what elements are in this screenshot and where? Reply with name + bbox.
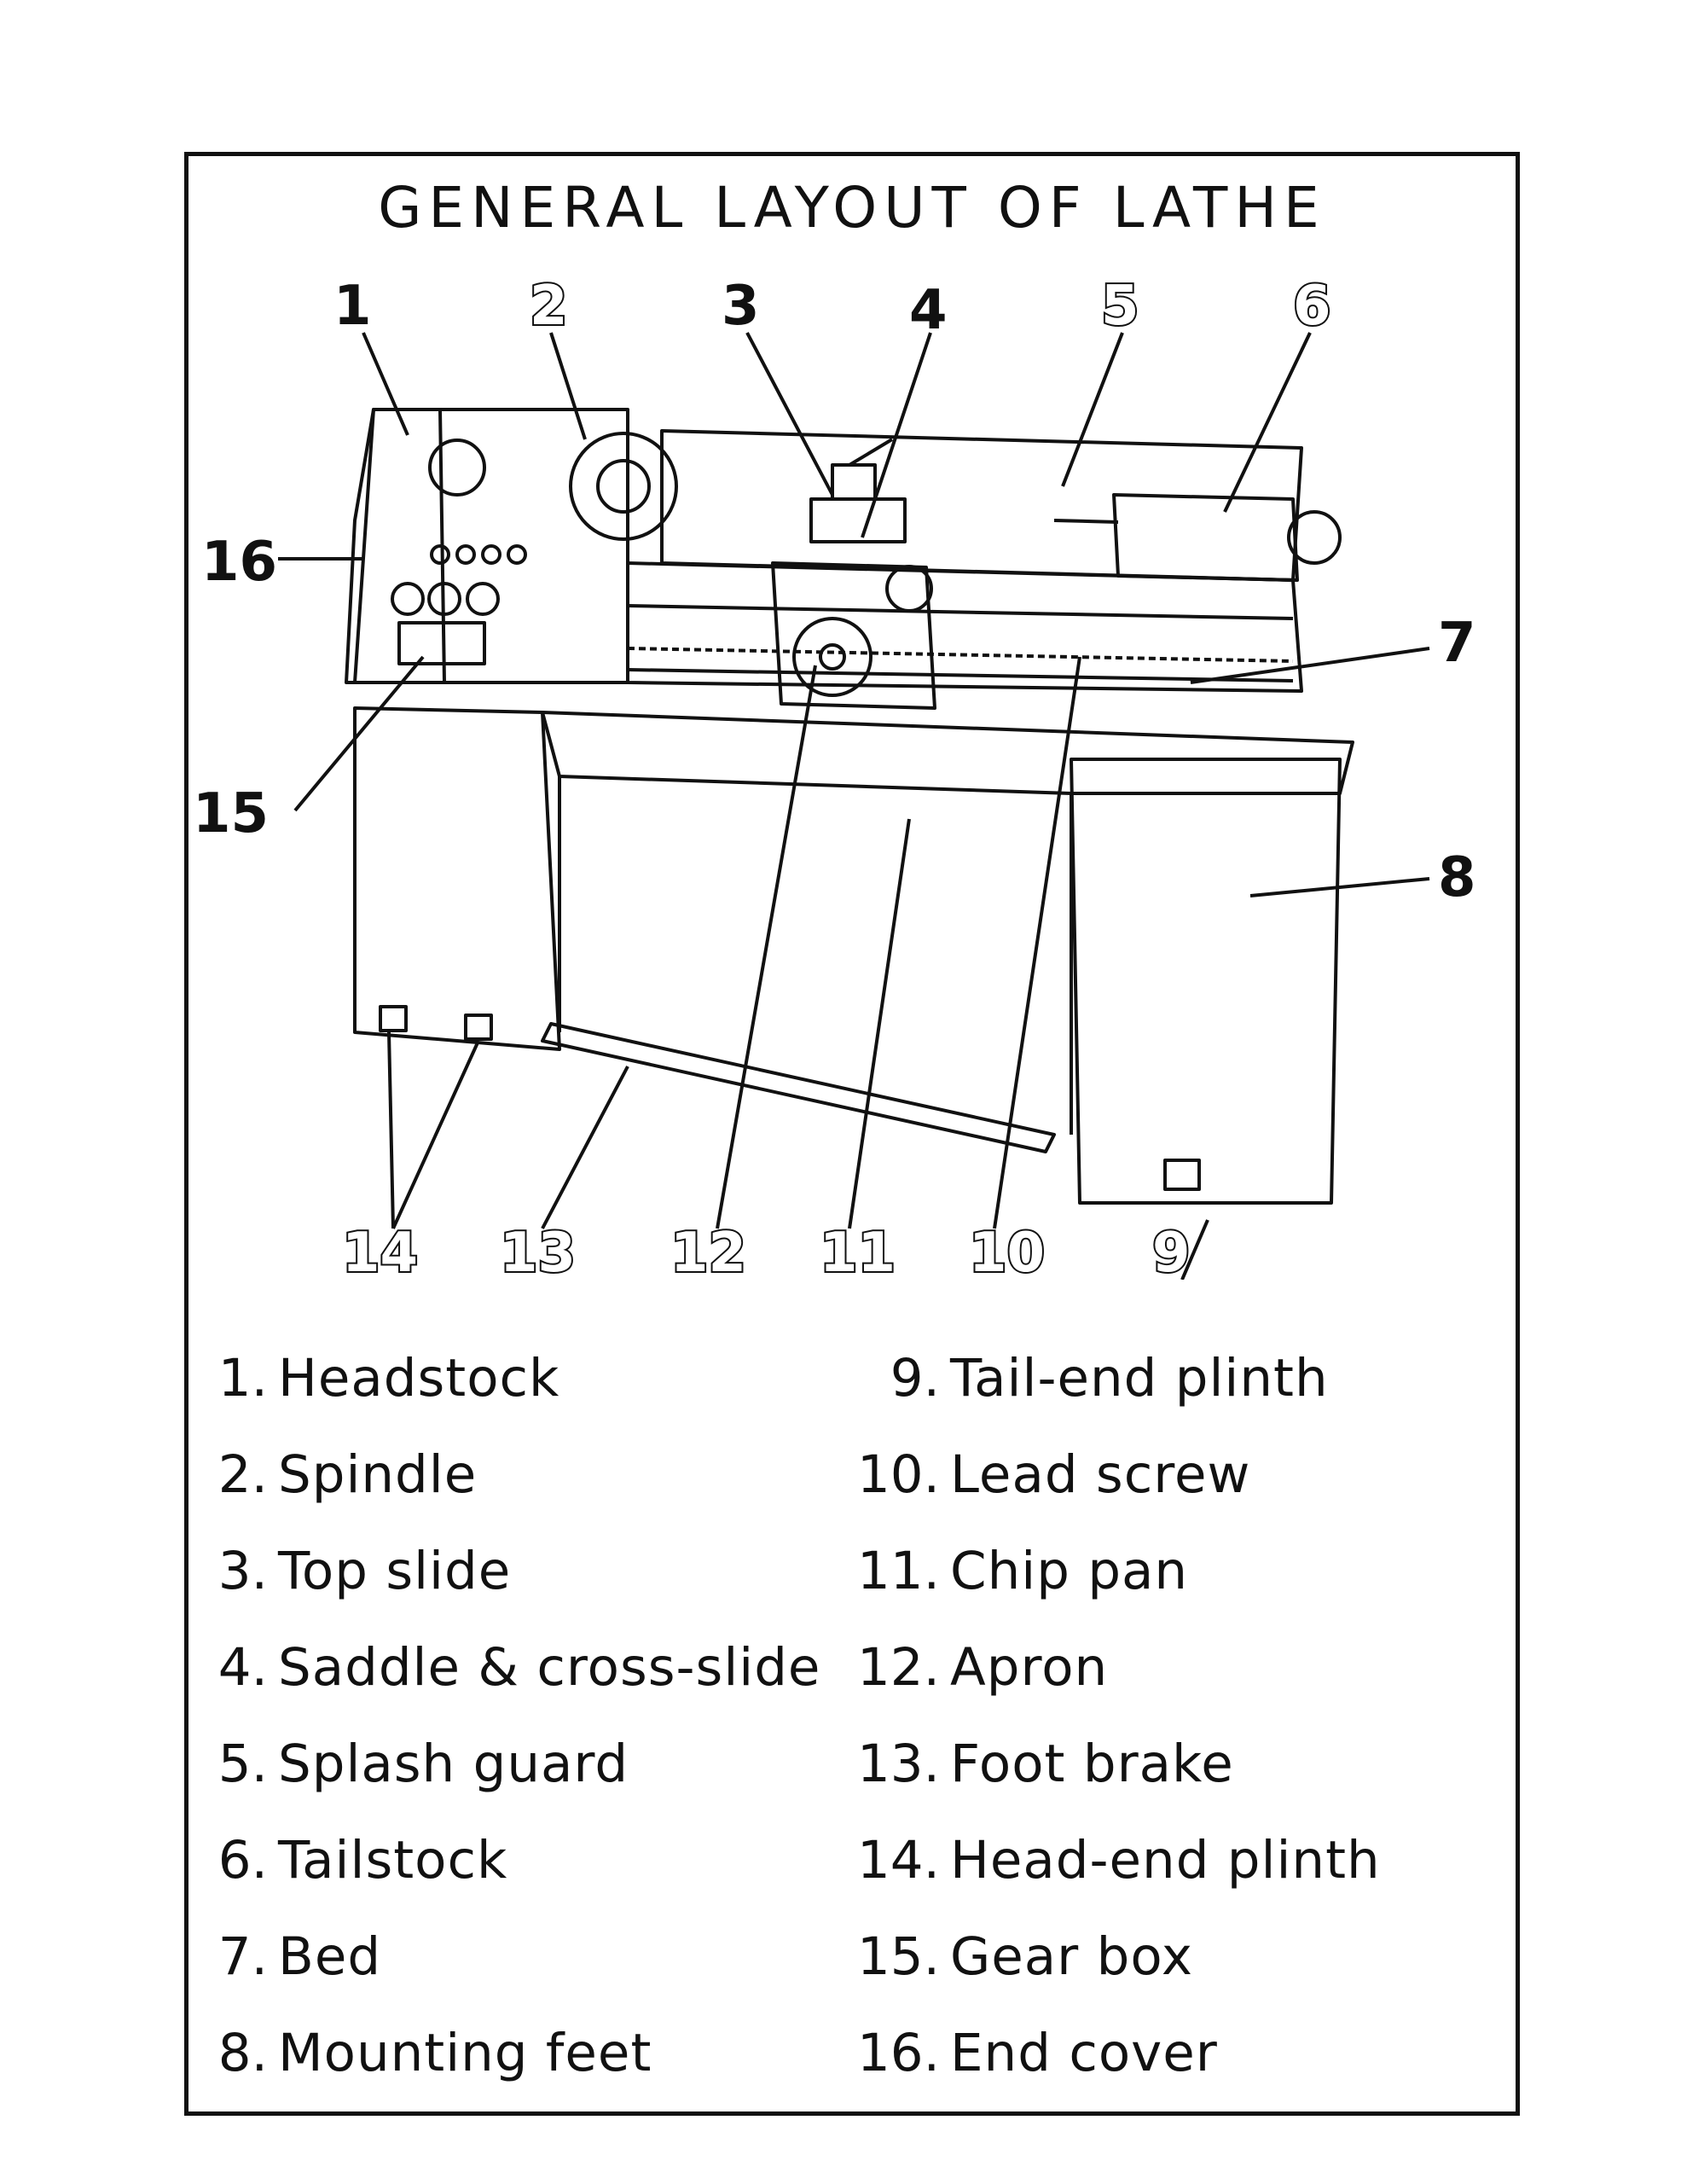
callout-1: 1 bbox=[333, 282, 372, 338]
legend-number: 12. bbox=[856, 1637, 940, 1698]
legend-number: 9. bbox=[890, 1348, 940, 1409]
headstock-dial bbox=[428, 439, 486, 497]
spindle-chuck bbox=[569, 432, 678, 541]
headstock-body bbox=[345, 408, 629, 684]
legend-column-right: 9.Tail-end plinth 10.Lead screw 11.Chip … bbox=[850, 1348, 1381, 2119]
callout-15: 15 bbox=[193, 782, 269, 845]
legend-label: End cover bbox=[950, 2023, 1218, 2083]
foot-brake-bar bbox=[541, 1022, 1056, 1153]
legend-item: 8.Mounting feet bbox=[206, 2023, 820, 2119]
callout-10: 10 bbox=[969, 1222, 1045, 1280]
legend-item: 3.Top slide bbox=[206, 1541, 820, 1637]
callout-2: 2 bbox=[530, 282, 568, 338]
legend-number: 13. bbox=[856, 1734, 940, 1794]
legend-item: 5.Splash guard bbox=[206, 1734, 820, 1830]
parts-legend: 1.Headstock 2.Spindle 3.Top slide 4.Sadd… bbox=[206, 1348, 1486, 2099]
legend-label: Spindle bbox=[278, 1444, 478, 1505]
callout-11: 11 bbox=[820, 1222, 896, 1280]
saddle-apron bbox=[771, 561, 936, 710]
legend-item: 10.Lead screw bbox=[850, 1444, 1381, 1541]
legend-number: 2. bbox=[217, 1444, 268, 1505]
base-cabinet-tail-end bbox=[1070, 758, 1342, 1205]
top-slide bbox=[809, 497, 907, 543]
legend-label: Saddle & cross-slide bbox=[278, 1637, 821, 1698]
legend-number: 3. bbox=[217, 1541, 268, 1601]
callout-3: 3 bbox=[722, 282, 760, 338]
lathe-illustration: 1 2 3 4 5 6 7 8 9 10 11 12 13 14 15 16 bbox=[193, 282, 1476, 1280]
base-cabinet-head-end bbox=[353, 706, 561, 1051]
callout-5: 5 bbox=[1101, 282, 1139, 338]
gear-box-grille bbox=[397, 621, 486, 665]
legend-label: Foot brake bbox=[950, 1734, 1234, 1794]
legend-item: 6.Tailstock bbox=[206, 1830, 820, 1926]
legend-number: 4. bbox=[217, 1637, 268, 1698]
legend-number: 7. bbox=[217, 1926, 268, 1987]
legend-label: Tail-end plinth bbox=[950, 1348, 1329, 1409]
end-cover bbox=[353, 408, 446, 684]
legend-label: Bed bbox=[278, 1926, 382, 1987]
callout-9: 9 bbox=[1152, 1222, 1191, 1280]
legend-label: Apron bbox=[950, 1637, 1109, 1698]
legend-item: 9.Tail-end plinth bbox=[850, 1348, 1381, 1444]
legend-number: 6. bbox=[217, 1830, 268, 1891]
legend-label: Splash guard bbox=[278, 1734, 629, 1794]
legend-label: Headstock bbox=[278, 1348, 560, 1409]
legend-item: 1.Headstock bbox=[206, 1348, 820, 1444]
callout-7: 7 bbox=[1438, 612, 1476, 675]
legend-item: 15.Gear box bbox=[850, 1926, 1381, 2023]
legend-item: 4.Saddle & cross-slide bbox=[206, 1637, 820, 1734]
diagram-frame bbox=[184, 152, 1520, 2116]
page-title: GENERAL LAYOUT OF LATHE bbox=[378, 175, 1326, 241]
legend-item: 14.Head-end plinth bbox=[850, 1830, 1381, 1926]
chip-pan-base bbox=[541, 711, 1354, 795]
legend-number: 15. bbox=[856, 1926, 940, 1987]
legend-number: 5. bbox=[217, 1734, 268, 1794]
legend-item: 7.Bed bbox=[206, 1926, 820, 2023]
callout-4: 4 bbox=[909, 282, 948, 342]
apron-handwheel bbox=[792, 617, 872, 697]
legend-label: Top slide bbox=[278, 1541, 512, 1601]
lead-screw bbox=[627, 647, 1294, 663]
legend-label: Mounting feet bbox=[278, 2023, 652, 2083]
tool-post bbox=[831, 463, 877, 501]
tailstock bbox=[1112, 493, 1299, 582]
legend-item: 2.Spindle bbox=[206, 1444, 820, 1541]
legend-item: 11.Chip pan bbox=[850, 1541, 1381, 1637]
legend-number: 11. bbox=[856, 1541, 940, 1601]
callout-13: 13 bbox=[500, 1222, 576, 1280]
callout-8: 8 bbox=[1438, 846, 1476, 909]
callout-14: 14 bbox=[342, 1222, 418, 1280]
callout-6: 6 bbox=[1293, 282, 1331, 338]
legend-number: 16. bbox=[856, 2023, 940, 2083]
callout-12: 12 bbox=[670, 1222, 746, 1280]
legend-number: 1. bbox=[217, 1348, 268, 1409]
legend-label: Lead screw bbox=[950, 1444, 1251, 1505]
legend-number: 10. bbox=[856, 1444, 940, 1505]
legend-label: Gear box bbox=[950, 1926, 1193, 1987]
legend-item: 16.End cover bbox=[850, 2023, 1381, 2119]
legend-label: Tailstock bbox=[278, 1830, 508, 1891]
legend-number: 14. bbox=[856, 1830, 940, 1891]
legend-item: 13.Foot brake bbox=[850, 1734, 1381, 1830]
legend-label: Chip pan bbox=[950, 1541, 1189, 1601]
legend-number: 8. bbox=[217, 2023, 268, 2083]
legend-label: Head-end plinth bbox=[950, 1830, 1381, 1891]
splash-guard bbox=[660, 429, 1303, 582]
legend-item: 12.Apron bbox=[850, 1637, 1381, 1734]
callout-16: 16 bbox=[201, 531, 277, 594]
legend-column-left: 1.Headstock 2.Spindle 3.Top slide 4.Sadd… bbox=[206, 1348, 820, 2119]
